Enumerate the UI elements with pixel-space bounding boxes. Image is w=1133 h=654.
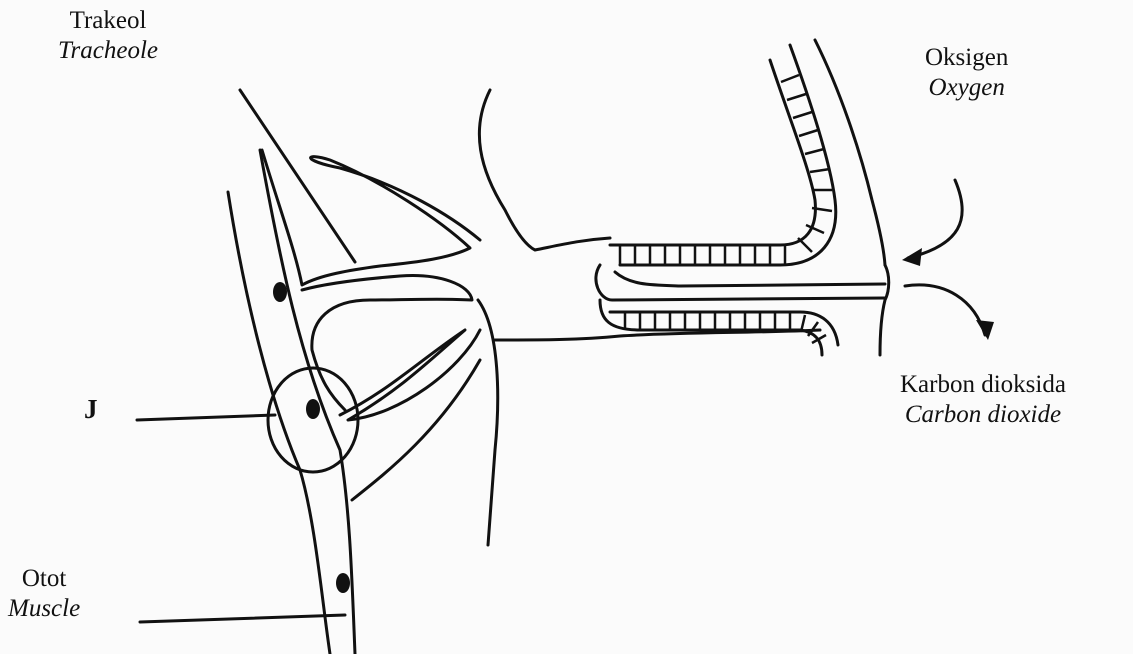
trachea-ring-tube-outer [610,60,815,245]
ring-ticks-upper [620,75,832,265]
tracheole-label: Trakeol Tracheole [58,6,158,66]
carbon-dioxide-label: Karbon dioksida Carbon dioxide [900,370,1066,430]
muscle-label-english: Muscle [8,594,80,624]
nucleus-j [306,399,320,419]
muscle-leader-line [140,615,345,622]
ring-ticks-lower [625,312,826,343]
muscle-fibre-left-edge [228,192,330,654]
oxygen-label-malay: Oksigen [925,43,1008,73]
tracheole-to-muscle [340,330,480,420]
tracheole-label-malay: Trakeol [58,6,158,36]
trachea-lower-edge [478,300,498,545]
muscle-label-malay: Otot [8,564,80,594]
oxygen-label-english: Oxygen [925,73,1008,103]
nucleus-lower [336,573,350,593]
carbon-dioxide-label-english: Carbon dioxide [900,400,1066,430]
co2-arrow [905,285,985,335]
j-leader-line [137,415,275,420]
oxygen-label: Oksigen Oxygen [925,43,1008,103]
carbon-dioxide-label-malay: Karbon dioksida [900,370,1066,400]
oxygen-arrow [908,180,962,258]
j-label: J [84,394,98,425]
muscle-label: Otot Muscle [8,564,80,624]
tracheole-label-english: Tracheole [58,36,158,66]
trachea-upper-edge [479,90,610,250]
ring-tube-lower-outer [600,300,822,355]
nucleus-upper [273,282,287,302]
muscle-branch-lower [352,360,480,500]
spiracle-lower [615,272,885,286]
co2-arrowhead [976,320,994,340]
tracheole-leader-line [240,90,355,262]
oxygen-arrowhead [902,248,922,266]
body-wall [880,265,889,355]
